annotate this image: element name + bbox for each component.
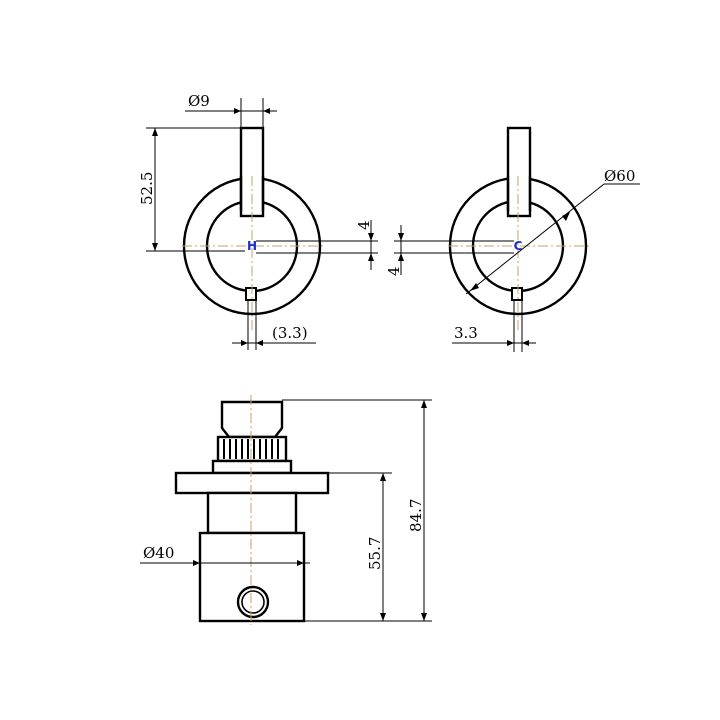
cold-handle — [506, 126, 532, 218]
spindle-thread — [216, 435, 288, 463]
shift-left-label: (3.3) — [272, 324, 308, 342]
depth-to-plate-label: 55.7 — [366, 537, 384, 570]
offset-left-label: 4 — [355, 220, 373, 230]
hot-mixer-front-view: H Ø9 52.5 4 (3.3) — [138, 92, 378, 350]
spindle-collar — [211, 459, 293, 475]
body-neck — [206, 491, 298, 535]
handle-diameter-label: Ø9 — [188, 92, 210, 110]
spindle-cap — [220, 400, 284, 439]
valve-body — [198, 531, 306, 623]
cold-handle-stub — [511, 287, 523, 301]
cold-marker: C — [514, 239, 523, 253]
offset-right-label: 4 — [385, 266, 403, 276]
hot-marker: H — [247, 239, 257, 253]
handle-length-label: 52.5 — [138, 172, 156, 205]
mixer-side-view: Ø40 55.7 84.7 — [140, 395, 432, 625]
hot-marker-label: H — [247, 239, 257, 253]
overall-depth-label: 84.7 — [407, 499, 425, 532]
shift-right-label: 3.3 — [454, 324, 478, 342]
plate-diameter-label: Ø60 — [604, 167, 635, 185]
body-diameter-label: Ø40 — [143, 544, 174, 562]
inlet-hole-outer — [236, 585, 270, 619]
hot-handle-stub — [245, 287, 257, 301]
cover-plate — [174, 471, 330, 495]
inlet-hole-inner — [241, 590, 265, 614]
cold-marker-label: C — [514, 239, 523, 253]
cold-mixer-front-view: Ø60 C 4 3.3 — [385, 126, 640, 352]
